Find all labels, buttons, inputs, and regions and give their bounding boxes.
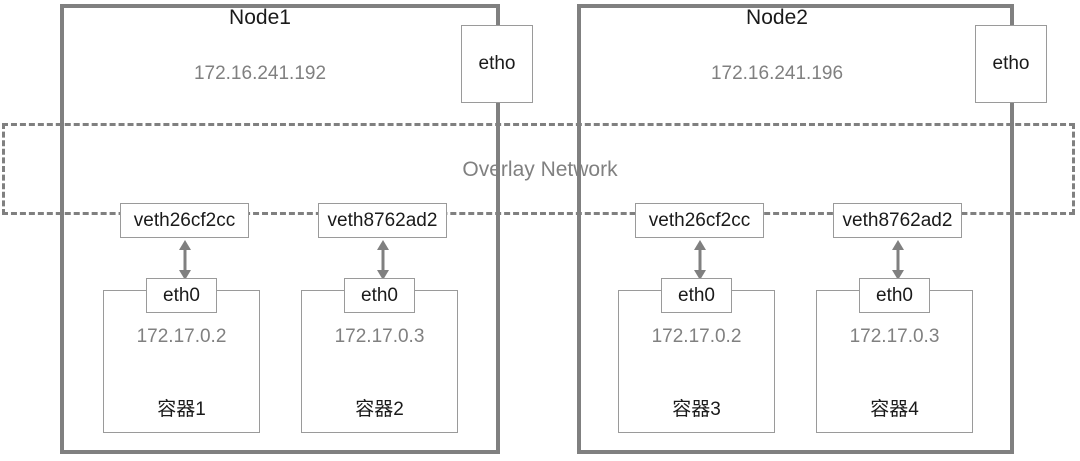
node1-container-1-ip: 172.17.0.3 (334, 326, 425, 347)
node1-container-0-ip: 172.17.0.2 (136, 326, 227, 347)
node1-ip: 172.16.241.192 (193, 63, 327, 84)
node2-container-1-ip: 172.17.0.3 (849, 326, 940, 347)
node1-veth-0: veth26cf2cc (120, 203, 249, 238)
node1-veth-0-label: veth26cf2cc (133, 209, 236, 231)
node1-title: Node1 (229, 6, 291, 29)
node2-veth-1-arrow-icon (892, 240, 904, 280)
node1-frame (60, 4, 500, 454)
node2-veth-0-arrow-icon (694, 240, 706, 280)
overlay-network-label: Overlay Network (462, 158, 618, 181)
node2-veth-1-label: veth8762ad2 (842, 209, 953, 231)
node2-container-1-eth0-box: eth0 (859, 278, 930, 313)
node1-veth-1: veth8762ad2 (318, 203, 447, 238)
node1-etho-label: etho (478, 53, 516, 74)
node2-container-0-eth0-box: eth0 (661, 278, 732, 313)
node2-container-0-name: 容器3 (672, 399, 721, 420)
node1-container-0-eth0-box: eth0 (146, 278, 217, 313)
node1-container-1-name: 容器2 (355, 399, 404, 420)
node2-veth-0: veth26cf2cc (635, 203, 764, 238)
node2-container-1-name: 容器4 (870, 399, 919, 420)
node2-veth-0-label: veth26cf2cc (648, 209, 751, 231)
node1-container-1-eth0-label: eth0 (361, 284, 398, 306)
node1-veth-0-arrow-icon (179, 240, 191, 280)
node2-title: Node2 (746, 6, 808, 29)
node2-veth-1: veth8762ad2 (833, 203, 962, 238)
node2-ip: 172.16.241.196 (710, 63, 844, 84)
node2-container-1-eth0-label: eth0 (876, 284, 913, 306)
node2-etho-label: etho (992, 53, 1030, 74)
node1-etho-box: etho (461, 25, 533, 103)
node1-veth-1-arrow-icon (377, 240, 389, 280)
node2-frame (577, 4, 1014, 454)
node1-container-0-eth0-label: eth0 (163, 284, 200, 306)
node2-container-0-ip: 172.17.0.2 (651, 326, 742, 347)
overlay-network-band (2, 123, 1075, 215)
node1-container-0-name: 容器1 (157, 399, 206, 420)
node2-etho-box: etho (975, 25, 1047, 103)
node1-veth-1-label: veth8762ad2 (327, 209, 438, 231)
node2-container-0-eth0-label: eth0 (678, 284, 715, 306)
node1-container-1-eth0-box: eth0 (344, 278, 415, 313)
